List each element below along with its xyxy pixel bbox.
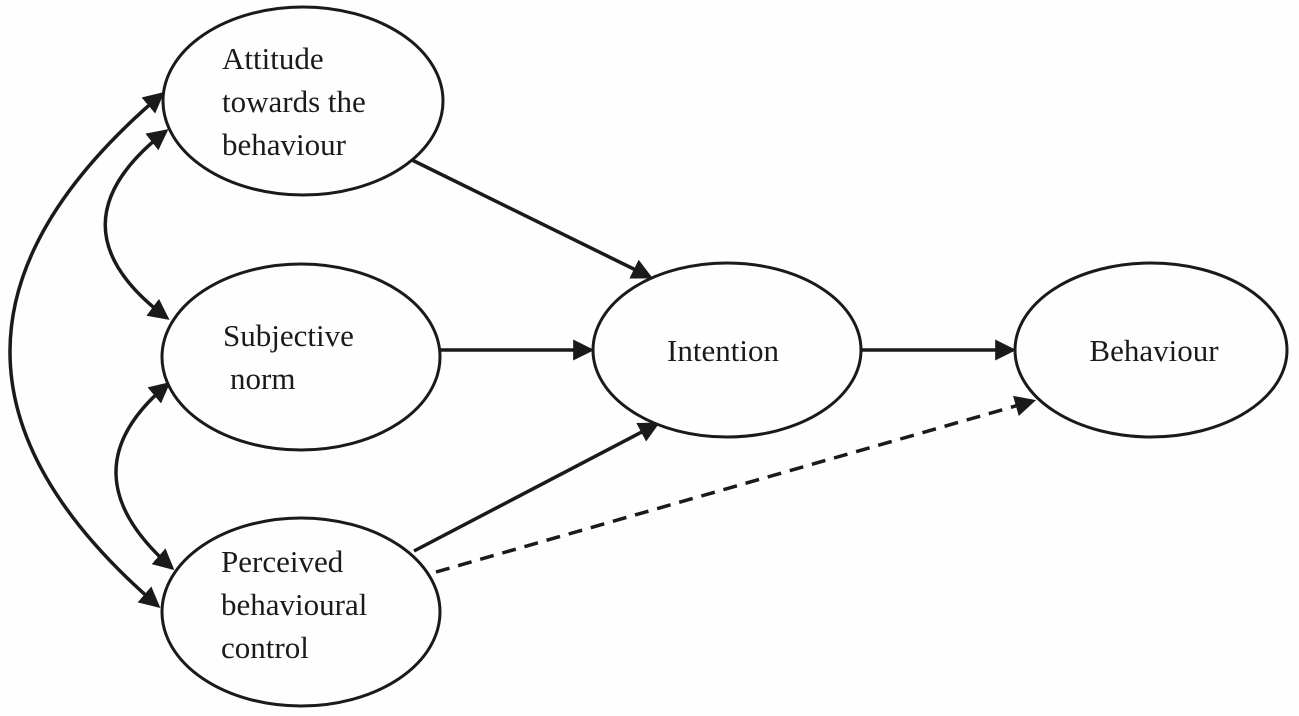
edge-attitude-intention: [411, 158, 653, 279]
behaviour-label: Behaviour: [1089, 333, 1219, 368]
edge-attitude-subjective-curve: [103, 129, 170, 320]
attitude-node: [161, 5, 445, 197]
intention-label: Intention: [667, 333, 779, 368]
perceived-control-label-line-2: behavioural: [221, 587, 367, 622]
edge-perceived-behaviour-dashed: [435, 395, 1037, 574]
subjective-norm-label-line-2: norm: [230, 361, 295, 396]
attitude-label-line-3: behaviour: [222, 127, 347, 162]
intention-node: [591, 261, 863, 439]
edge-perceived-intention: [413, 422, 660, 553]
attitude-label-line-1: Attitude: [222, 41, 324, 76]
perceived-control-label-line-1: Perceived: [221, 544, 344, 579]
edge-subjective-perceived-curve: [114, 381, 175, 571]
behaviour-node: [1013, 261, 1289, 439]
subjective-norm-label-line-1: Subjective: [223, 318, 354, 353]
subjective-norm-node: [160, 262, 442, 452]
perceived-control-label-line-3: control: [221, 630, 309, 665]
attitude-label-line-2: towards the: [222, 84, 366, 119]
edge-attitude-perceived-curve: [8, 91, 165, 609]
perceived-control-node: [160, 516, 442, 708]
